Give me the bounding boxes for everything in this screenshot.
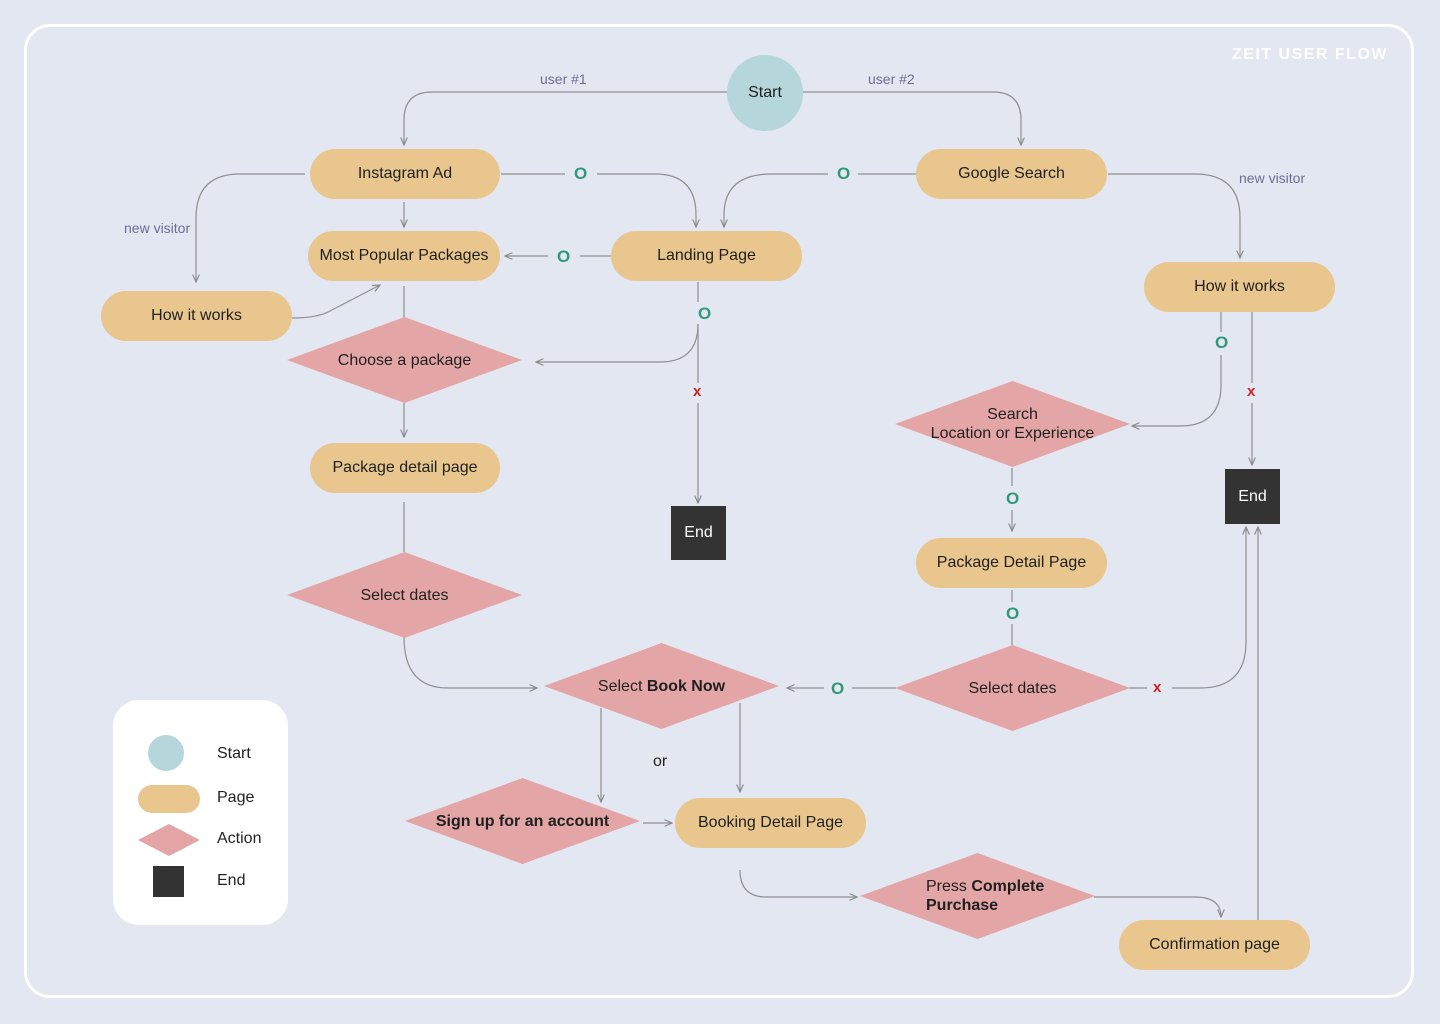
legend-start-swatch [148, 735, 184, 771]
select-dates-left-action: Select dates [287, 552, 522, 638]
diagram-frame [24, 24, 1414, 998]
yes-marker: O [557, 247, 571, 266]
no-marker: x [1153, 679, 1162, 696]
edge-start-google [803, 91, 1021, 145]
end-node-middle: End [671, 506, 726, 560]
select-book-now-bold: Book Now [646, 677, 726, 695]
start-node: Start [727, 55, 803, 131]
edge-instagram-howitworks [196, 173, 305, 282]
select-dates-right-label: Select dates [968, 679, 1057, 697]
choose-package-label: Choose a package [337, 351, 472, 369]
search-label-line-1: Search [987, 406, 1038, 423]
sign-up-action: Sign up for an account [405, 778, 640, 864]
how-it-works-right-node: How it works [1144, 262, 1335, 312]
edge-dates-booknow [403, 636, 537, 688]
legend-end-swatch [153, 866, 184, 897]
choose-package-action: Choose a package [287, 317, 522, 403]
yes-marker: O [831, 679, 845, 698]
yes-marker: O [1215, 333, 1229, 352]
select-book-now-label: Select Book Now [544, 643, 779, 729]
label-new-visitor-left: new visitor [124, 220, 191, 236]
select-book-now-action: Select Book Now [544, 643, 779, 729]
search-label-line-2: Location or Experience [930, 425, 1095, 442]
edge-howitworks-popular [291, 285, 380, 319]
or-label: or [653, 753, 668, 770]
select-dates-right-action: Select dates [895, 645, 1130, 731]
landing-page-node: Landing Page [611, 231, 802, 281]
label-new-visitor-right: new visitor [1239, 170, 1306, 186]
legend-action-label: Action [217, 830, 262, 847]
legend-end-label: End [217, 872, 246, 889]
legend-page-swatch [138, 785, 200, 813]
yes-marker: O [837, 164, 851, 183]
sign-up-label: Sign up for an account [435, 812, 610, 830]
press-bold-complete: Complete [971, 878, 1045, 895]
label-user-2: user #2 [868, 71, 915, 87]
google-search-node: Google Search [916, 149, 1107, 199]
edge-press-confirmation [1094, 896, 1221, 917]
press-bold-purchase: Purchase [926, 897, 999, 914]
edge-google-howitworks [1108, 173, 1240, 258]
yes-marker: O [698, 304, 712, 323]
edge-bookingdetail-press [739, 869, 857, 897]
how-it-works-left-node: How it works [101, 291, 292, 341]
package-detail-page-node: Package detail page [310, 443, 500, 493]
package-detail-page-right-node: Package Detail Page [916, 538, 1107, 588]
no-marker: x [693, 383, 702, 400]
select-dates-left-label: Select dates [360, 586, 449, 604]
booking-detail-page-node: Booking Detail Page [675, 798, 866, 848]
most-popular-packages-node: Most Popular Packages [308, 231, 500, 281]
legend-action-swatch [138, 824, 200, 856]
end-node-right: End [1225, 469, 1280, 524]
legend: Start Page Action End [113, 700, 288, 925]
select-book-now-prefix: Select [597, 677, 647, 695]
yes-marker: O [1006, 604, 1020, 623]
edge-start-instagram [404, 91, 727, 145]
confirmation-page-node: Confirmation page [1119, 920, 1310, 970]
yes-marker: O [1006, 489, 1020, 508]
legend-page-label: Page [217, 789, 255, 806]
legend-start-label: Start [217, 745, 251, 762]
no-marker: x [1247, 383, 1256, 400]
diagram-title: ZEIT USER FLOW [1231, 46, 1388, 63]
yes-marker: O [574, 164, 588, 183]
press-prefix: Press [926, 878, 972, 895]
instagram-ad-node: Instagram Ad [310, 149, 500, 199]
label-user-1: user #1 [540, 71, 587, 87]
